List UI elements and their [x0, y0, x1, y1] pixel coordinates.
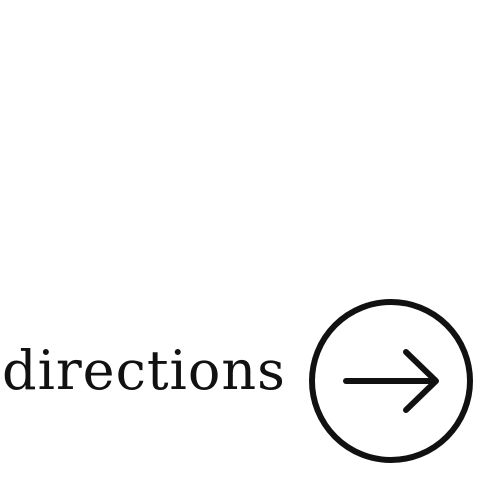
directions-label: directions — [2, 339, 286, 402]
directions-link[interactable]: directions — [0, 148, 480, 463]
arrow-right-circle-icon — [306, 296, 476, 466]
